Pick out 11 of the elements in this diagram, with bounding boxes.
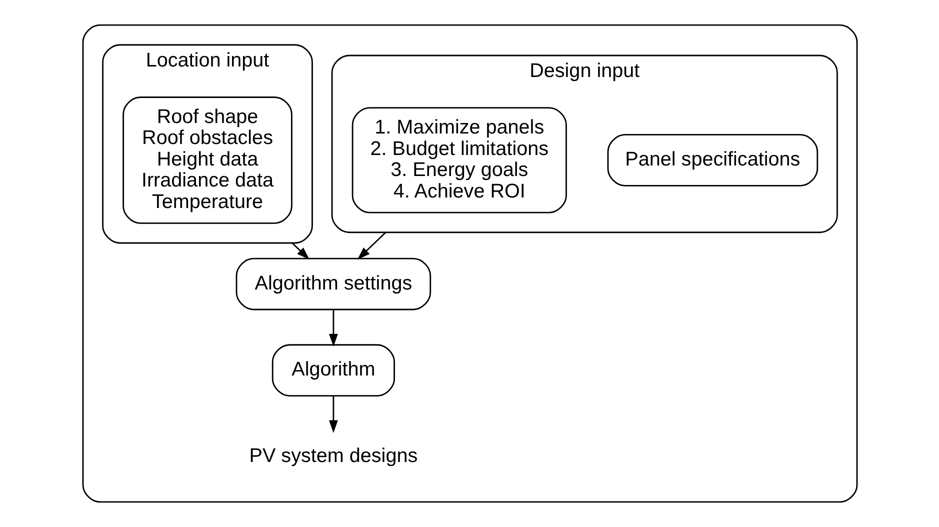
node-box: 1. Maximize panels 2. Budget limitations 3. Energy goals 4. Achieve ROI (351, 107, 566, 214)
arrow (328, 310, 338, 347)
arrow (328, 396, 338, 433)
cluster (82, 24, 858, 503)
node-box: Roof shape Roof obstacles Height data Irradiance data Temperature (122, 96, 292, 224)
node-text: PV system designs (248, 444, 418, 467)
node-box: Algorithm (271, 344, 394, 397)
arrow (291, 242, 309, 260)
arrow (356, 232, 386, 260)
node-box: Algorithm settings (235, 258, 431, 310)
node-box: Panel specifications (606, 134, 818, 186)
